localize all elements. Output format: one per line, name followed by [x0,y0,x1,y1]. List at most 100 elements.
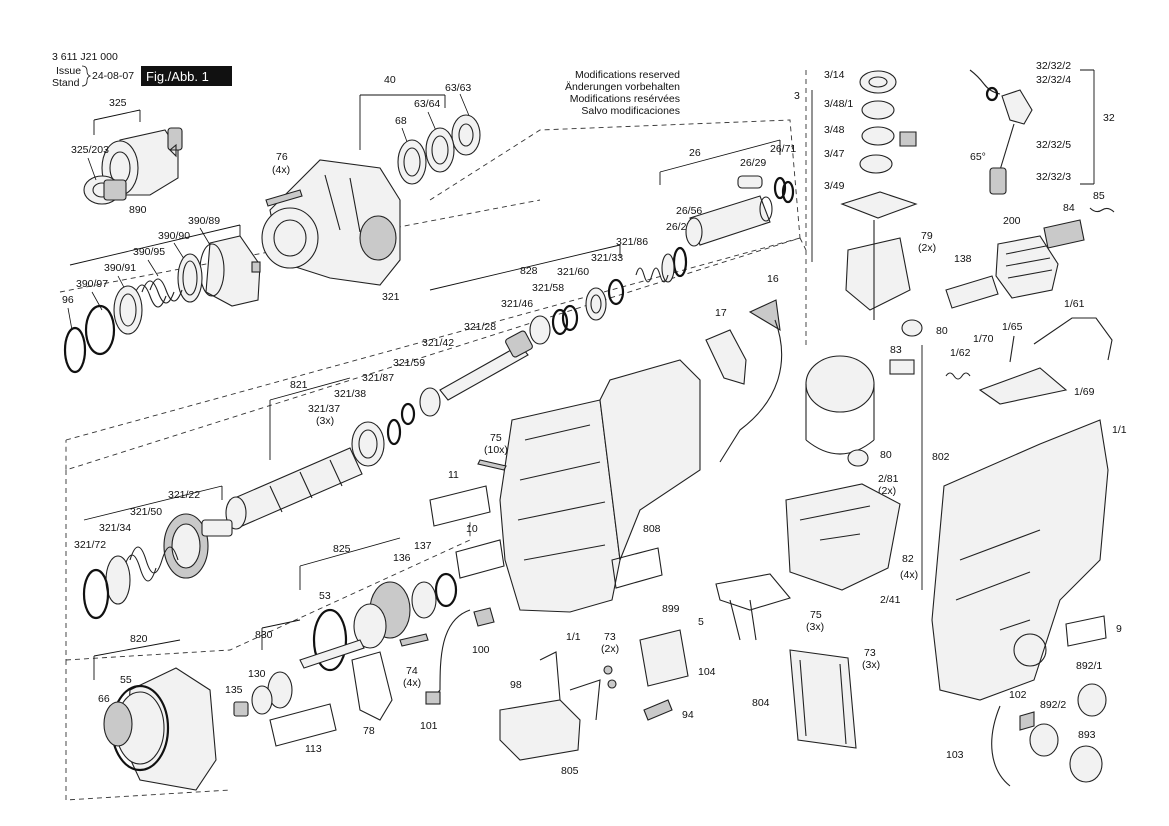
part-100-clip [473,607,495,627]
part-103-cable [991,705,1011,787]
label-1-69: 1/69 [1074,386,1095,398]
part-84-latch [1043,219,1085,249]
part-83-brush [889,359,915,375]
part-130-bearing [251,671,293,715]
label-26-56: 26/56 [676,205,702,217]
label-325: 325 [109,97,127,109]
label-321-72: 321/72 [74,539,106,551]
part-321-72-circlip [82,568,110,620]
label-390-89: 390/89 [188,215,220,227]
stand-label: Stand [52,77,80,89]
label-94: 94 [682,709,694,721]
label-1-1-center: 1/1 [566,631,581,643]
part-78-gasket [351,651,393,721]
part-26-71-rings [773,176,795,204]
part-73-screw [607,679,617,689]
part-1-1-housing-right [931,419,1109,701]
group-outline [65,520,471,661]
label-1-65: 1/65 [1002,321,1023,333]
part-899-plate [715,573,791,611]
leader-32 [1080,69,1095,185]
part-76-screw [265,189,303,207]
label-321-37: 321/37 [308,403,340,415]
label-808: 808 [643,523,661,535]
part-200-damper [995,235,1059,299]
part-136-ring [411,581,437,619]
part-75-screw [477,459,507,471]
label-75-center: 75 [490,432,502,444]
label-390-97: 390/97 [76,278,108,290]
part-32-selector [969,69,1033,195]
part-892-2-cap [1029,723,1059,757]
figure-label: Fig./Abb. 1 [146,69,209,84]
leader-321-group [83,485,223,521]
issue-label: Issue [56,65,81,77]
label-321-46: 321/46 [501,298,533,310]
label-804: 804 [752,697,770,709]
label-11: 11 [448,469,459,481]
part-1-61-handle-bar [1033,317,1113,361]
label-890: 890 [129,204,147,216]
part-17-switch [705,329,747,385]
label-5: 5 [698,616,704,628]
part-390-89-sleeve [199,235,261,307]
label-3-47: 3/47 [824,148,845,160]
document-number: 3 611 J21 000 [52,51,118,63]
part-98-electronics [499,651,601,761]
part-138-bolt [945,275,999,309]
part-135-gear [233,701,249,717]
part-325-203 [83,175,127,205]
label-104: 104 [698,666,716,678]
label-73-right-qty: (3x) [862,659,880,671]
part-104-battery-contact [639,629,689,687]
part-137-circlip [434,572,458,608]
part-321-38-sleeve [351,421,385,467]
label-113: 113 [305,743,322,755]
label-82: 82 [902,553,914,565]
label-3-49: 3/49 [824,180,845,192]
label-75-right-qty: (3x) [806,621,824,633]
leader-325 [93,109,141,135]
label-17: 17 [715,307,727,319]
label-3-48-1: 3/48/1 [824,98,853,110]
label-321: 321 [382,291,400,303]
label-32-32-5: 32/32/5 [1036,139,1071,151]
part-390-90-ring [177,253,203,303]
label-63-63: 63/63 [445,82,471,94]
part-9-nameplate [1065,615,1107,647]
label-32-32-2: 32/32/2 [1036,60,1071,72]
label-321-50: 321/50 [130,506,162,518]
note-de: Änderungen vorbehalten [565,81,680,93]
part-101-cable [431,609,471,701]
label-73-center-qty: (2x) [601,643,619,655]
part-321-58-rings [551,304,579,336]
label-892-2: 892/2 [1040,699,1066,711]
label-85: 85 [1093,190,1105,202]
part-40-gear-housing [261,159,401,286]
label-83: 83 [890,344,902,356]
label-138: 138 [954,253,972,265]
part-893-knob [1069,745,1103,783]
leader-825 [299,537,401,590]
leader-325-203 [87,157,97,181]
part-3-48-ring [861,126,917,147]
leaders-890-group [67,227,211,331]
part-321-60-sleeve [585,287,607,321]
label-321-34: 321/34 [99,522,131,534]
part-321-59-ring [400,402,416,426]
label-820: 820 [130,633,148,645]
part-10-label [455,539,505,579]
label-74-qty: (4x) [403,677,421,689]
part-390-97-ring [84,304,116,356]
leader-40 [359,94,446,150]
note-en: Modifications reserved [575,69,680,81]
part-80-bearing [901,319,923,337]
leader-26 [659,139,781,185]
label-893: 893 [1078,729,1096,741]
label-136: 136 [393,552,411,564]
part-321-34-ring [105,555,131,605]
part-1-65-pin [1009,335,1015,363]
group-outline [65,119,801,471]
label-53: 53 [319,590,331,602]
part-3-49-plate [840,191,918,219]
